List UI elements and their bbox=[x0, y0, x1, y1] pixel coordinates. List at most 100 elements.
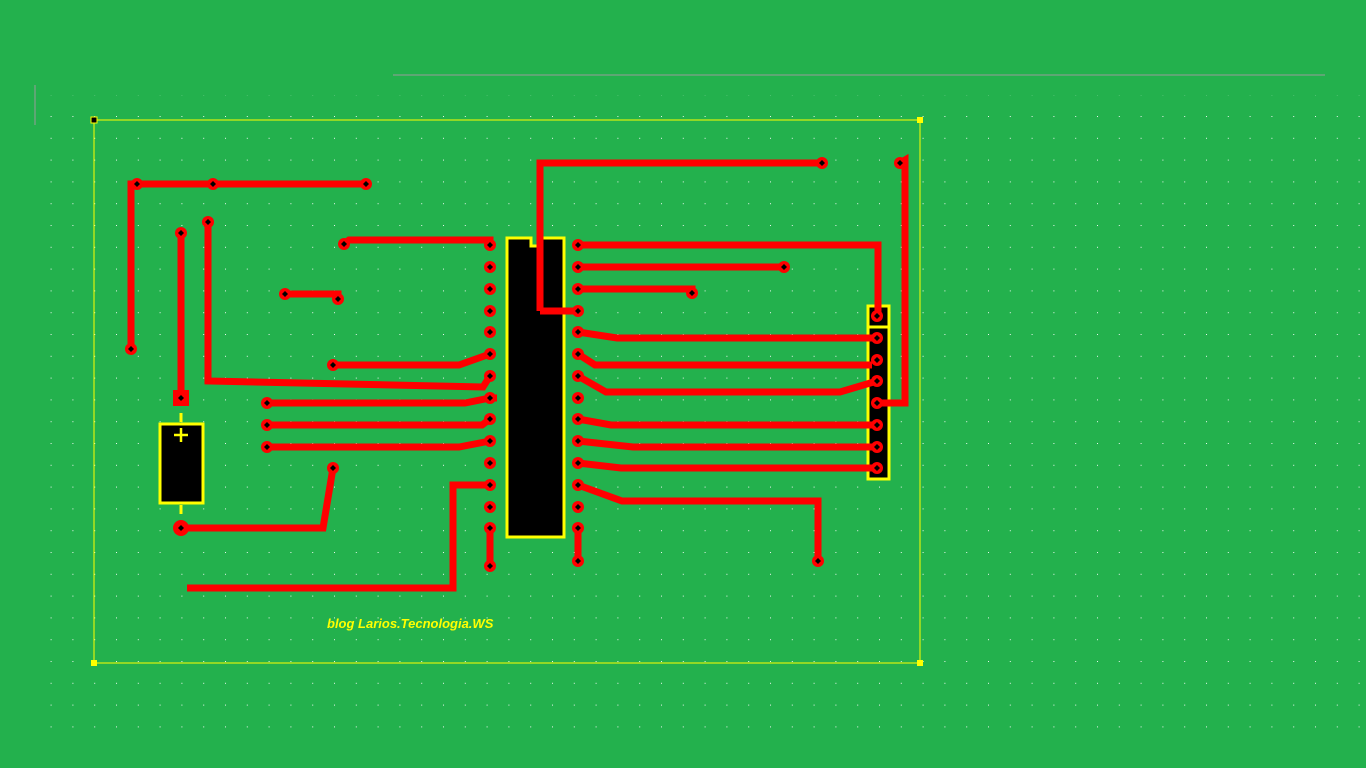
solder-pad[interactable] bbox=[572, 479, 584, 491]
solder-pad[interactable] bbox=[484, 457, 496, 469]
solder-pad[interactable] bbox=[484, 501, 496, 513]
copper-trace[interactable] bbox=[577, 459, 877, 472]
solder-pad[interactable] bbox=[261, 441, 273, 453]
solder-pad[interactable] bbox=[484, 560, 496, 572]
copper-trace[interactable] bbox=[536, 159, 822, 311]
solder-pad[interactable] bbox=[572, 501, 584, 513]
copper-trace[interactable] bbox=[181, 467, 337, 532]
copper-trace[interactable] bbox=[577, 328, 877, 342]
drill-hole-icon bbox=[575, 351, 581, 357]
solder-pad[interactable] bbox=[484, 348, 496, 360]
drill-hole-icon bbox=[575, 286, 581, 292]
solder-pad[interactable] bbox=[338, 238, 350, 250]
solder-pad[interactable] bbox=[572, 457, 584, 469]
ic-body[interactable] bbox=[505, 236, 566, 539]
copper-trace[interactable] bbox=[267, 437, 491, 451]
solder-pad[interactable] bbox=[812, 555, 824, 567]
solder-pad[interactable] bbox=[484, 413, 496, 425]
solder-pad[interactable] bbox=[261, 397, 273, 409]
solder-pad[interactable] bbox=[173, 390, 189, 406]
drill-hole-icon bbox=[487, 482, 493, 488]
drill-hole-icon bbox=[210, 181, 216, 187]
drill-hole-icon bbox=[575, 525, 581, 531]
solder-pad[interactable] bbox=[572, 370, 584, 382]
copper-trace[interactable] bbox=[577, 415, 877, 429]
solder-pad[interactable] bbox=[871, 397, 883, 409]
solder-pad[interactable] bbox=[207, 178, 219, 190]
solder-pad[interactable] bbox=[484, 261, 496, 273]
solder-pad[interactable] bbox=[572, 348, 584, 360]
solder-pad[interactable] bbox=[332, 293, 344, 305]
solder-pad[interactable] bbox=[131, 178, 143, 190]
solder-pad[interactable] bbox=[871, 354, 883, 366]
solder-pad[interactable] bbox=[175, 227, 187, 239]
copper-trace[interactable] bbox=[576, 372, 878, 396]
drill-hole-icon bbox=[264, 400, 270, 406]
solder-pad[interactable] bbox=[327, 359, 339, 371]
drill-hole-icon bbox=[487, 351, 493, 357]
copper-trace[interactable] bbox=[578, 285, 696, 293]
solder-pad[interactable] bbox=[816, 157, 828, 169]
copper-trace[interactable] bbox=[578, 241, 882, 316]
header-body[interactable] bbox=[866, 304, 891, 481]
solder-pad[interactable] bbox=[871, 310, 883, 322]
copper-trace[interactable] bbox=[576, 351, 872, 369]
solder-pad[interactable] bbox=[871, 332, 883, 344]
solder-pad[interactable] bbox=[484, 326, 496, 338]
solder-pad[interactable] bbox=[360, 178, 372, 190]
solder-pad[interactable] bbox=[125, 343, 137, 355]
copper-trace[interactable] bbox=[576, 481, 822, 561]
drill-hole-icon bbox=[575, 373, 581, 379]
drill-hole-icon bbox=[874, 422, 880, 428]
grid-dots bbox=[40, 95, 1366, 735]
solder-pad[interactable] bbox=[572, 522, 584, 534]
solder-pad[interactable] bbox=[871, 441, 883, 453]
solder-pad[interactable] bbox=[871, 375, 883, 387]
solder-pad[interactable] bbox=[572, 413, 584, 425]
solder-pad[interactable] bbox=[572, 283, 584, 295]
outline-corner-handle[interactable] bbox=[917, 117, 923, 123]
solder-pad[interactable] bbox=[484, 305, 496, 317]
drill-hole-icon bbox=[330, 465, 336, 471]
solder-pad[interactable] bbox=[202, 216, 214, 228]
drill-hole-icon bbox=[487, 438, 493, 444]
solder-pad[interactable] bbox=[572, 392, 584, 404]
board-outline bbox=[93, 119, 921, 664]
solder-pad[interactable] bbox=[173, 520, 189, 536]
solder-pad[interactable] bbox=[484, 370, 496, 382]
solder-pad[interactable] bbox=[572, 239, 584, 251]
solder-pad[interactable] bbox=[686, 287, 698, 299]
drill-hole-icon bbox=[874, 378, 880, 384]
solder-pad[interactable] bbox=[484, 479, 496, 491]
drill-hole-icon bbox=[205, 219, 211, 225]
solder-pad[interactable] bbox=[572, 305, 584, 317]
solder-pad[interactable] bbox=[484, 283, 496, 295]
solder-pad[interactable] bbox=[279, 288, 291, 300]
solder-pad[interactable] bbox=[572, 326, 584, 338]
drill-hole-icon bbox=[487, 373, 493, 379]
copper-trace[interactable] bbox=[204, 222, 493, 391]
solder-pad[interactable] bbox=[484, 239, 496, 251]
solder-pad[interactable] bbox=[572, 435, 584, 447]
outline-corner-handle[interactable] bbox=[90, 116, 98, 124]
outline-corner-handle[interactable] bbox=[917, 660, 923, 666]
solder-pad[interactable] bbox=[484, 435, 496, 447]
solder-pad[interactable] bbox=[778, 261, 790, 273]
solder-pad[interactable] bbox=[261, 419, 273, 431]
outline-corner-handle[interactable] bbox=[91, 660, 97, 666]
solder-pad[interactable] bbox=[894, 157, 906, 169]
solder-pad[interactable] bbox=[871, 462, 883, 474]
solder-pad[interactable] bbox=[484, 522, 496, 534]
drill-hole-icon bbox=[487, 460, 493, 466]
copper-trace[interactable] bbox=[187, 481, 490, 592]
solder-pad[interactable] bbox=[871, 419, 883, 431]
copper-trace[interactable] bbox=[577, 437, 877, 451]
drill-hole-icon bbox=[815, 558, 821, 564]
solder-pad[interactable] bbox=[572, 555, 584, 567]
solder-pad[interactable] bbox=[572, 261, 584, 273]
copper-trace[interactable] bbox=[333, 350, 492, 369]
drill-hole-icon bbox=[178, 395, 184, 401]
solder-pad[interactable] bbox=[327, 462, 339, 474]
solder-pad[interactable] bbox=[484, 392, 496, 404]
